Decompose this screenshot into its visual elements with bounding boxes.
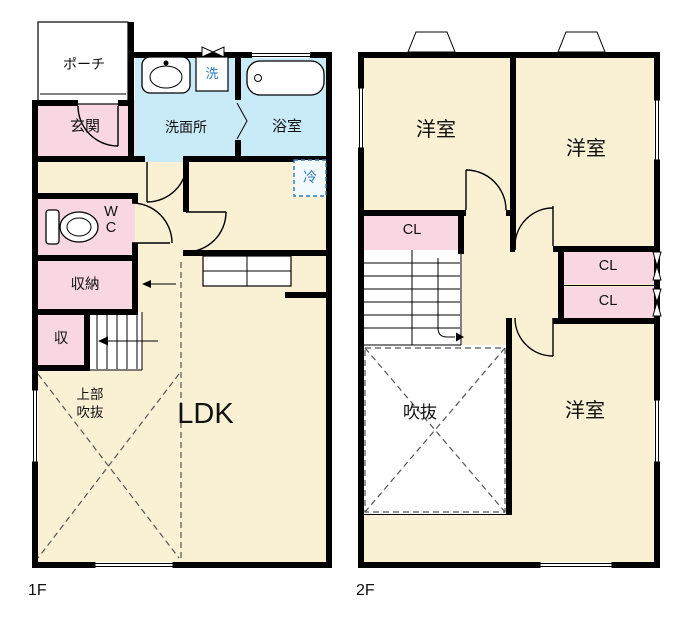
void-dashes xyxy=(362,347,512,515)
floor1-walls xyxy=(32,22,332,568)
entrance-door-arc xyxy=(77,105,119,147)
washroom-door-arc xyxy=(146,161,188,203)
kitchen-counter-icon xyxy=(202,255,292,287)
window-bottom-2f xyxy=(539,562,613,568)
label-upper-void: 上部 吹抜 xyxy=(76,387,104,420)
floor1-symbols xyxy=(32,46,327,568)
label-closet-a: CL xyxy=(402,222,422,238)
bedroom-b-door-arc xyxy=(514,206,554,247)
label-floor2: 2F xyxy=(356,582,375,599)
window-left-2f xyxy=(358,87,364,149)
washer-box xyxy=(195,56,229,92)
label-closet-c: CL xyxy=(598,293,618,309)
floor2-symbols xyxy=(358,31,662,568)
void-area xyxy=(362,345,508,515)
label-storage-small: 収 xyxy=(53,331,69,347)
window-right-2f-bottom xyxy=(654,399,660,463)
upper-void-dashes xyxy=(37,262,182,562)
label-storage: 収納 xyxy=(70,277,100,293)
window-right-2f-top xyxy=(654,99,660,161)
wc-door-arc xyxy=(131,202,173,244)
label-washer: 洗 xyxy=(205,66,219,81)
refrigerator-box xyxy=(293,159,327,197)
window-left-1f xyxy=(32,389,38,463)
label-washroom: 洗面所 xyxy=(165,119,207,135)
bathroom-folding-door xyxy=(236,102,248,140)
label-void: 吹抜 xyxy=(403,403,437,422)
window-bottom-1f xyxy=(94,562,174,568)
storage-small-area xyxy=(35,312,87,368)
stairs-1f xyxy=(87,312,158,371)
fix-window-closet-b xyxy=(652,251,662,281)
stairs-2f xyxy=(362,250,464,346)
label-porch: ポーチ xyxy=(63,56,105,72)
ldk-door-arc xyxy=(185,211,227,253)
label-ldk: LDK xyxy=(177,398,234,430)
fix-window-closet-c xyxy=(652,288,662,317)
label-bedroom-c: 洋室 xyxy=(565,400,605,422)
fix-window-washroom-top xyxy=(201,46,225,58)
roof-window-left xyxy=(407,31,456,53)
label-bedroom-a: 洋室 xyxy=(416,119,456,141)
bathtub-icon xyxy=(246,60,325,96)
label-bedroom-b: 洋室 xyxy=(566,138,606,160)
storage-arrow xyxy=(142,280,176,288)
closet-a-area xyxy=(362,213,462,250)
closet-c-area xyxy=(562,287,654,318)
label-refrigerator: 冷 xyxy=(303,169,317,185)
label-closet-b: CL xyxy=(598,258,618,274)
toilet-icon xyxy=(45,209,99,245)
label-wc: WC xyxy=(104,204,118,236)
window-bath-top xyxy=(252,52,310,58)
closet-b-area xyxy=(562,250,654,284)
porch-area xyxy=(37,21,129,105)
bedroom-c-door-arc xyxy=(514,317,554,357)
label-entrance: 玄関 xyxy=(69,118,100,135)
label-floor1: 1F xyxy=(28,582,47,599)
label-bathroom: 浴室 xyxy=(271,118,302,135)
roof-window-right xyxy=(557,31,606,53)
sink-icon xyxy=(141,56,191,94)
storage-area xyxy=(35,258,135,312)
bedroom-a-door-arc xyxy=(465,169,507,211)
